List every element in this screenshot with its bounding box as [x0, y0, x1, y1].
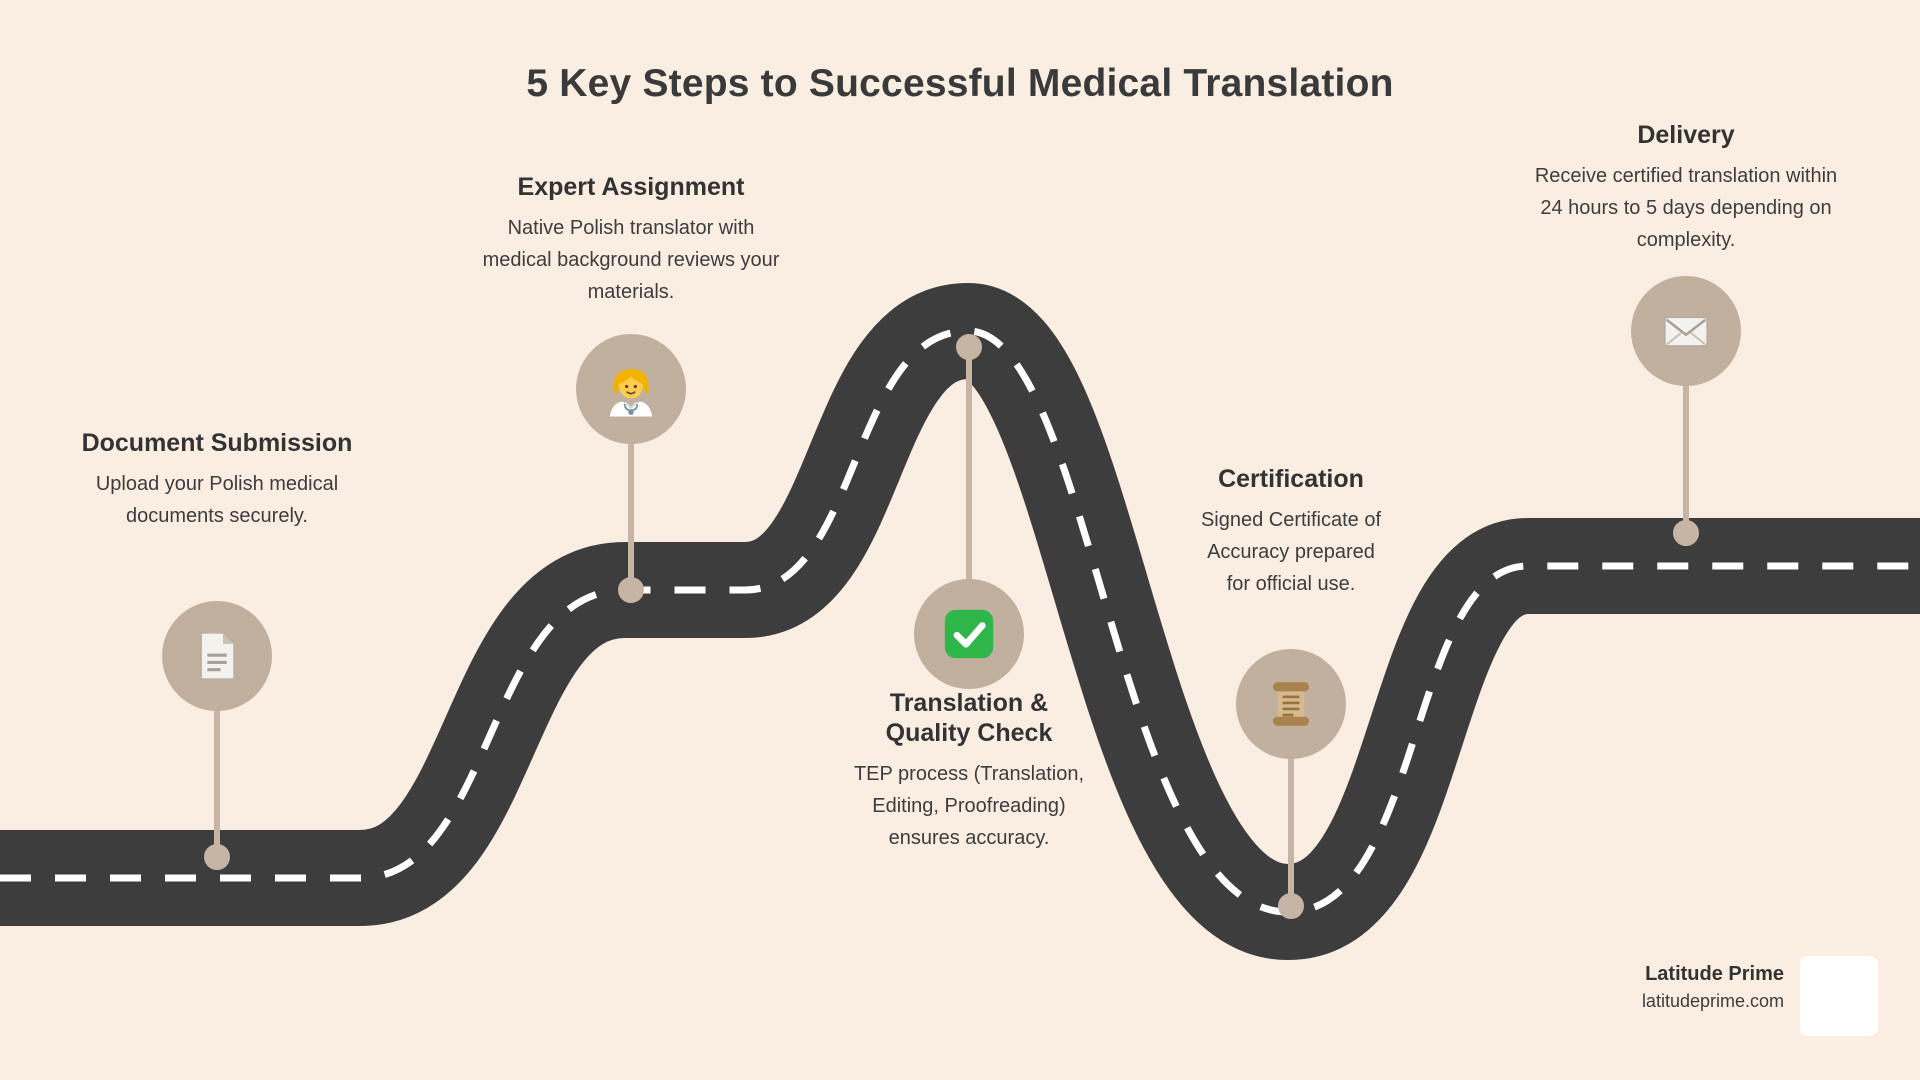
brand-website: latitudeprime.com [1641, 991, 1784, 1011]
step-expert-assignment-text: Expert Assignment Native Polish translat… [481, 172, 781, 308]
step-title: Delivery [1637, 121, 1735, 149]
step-title: Expert Assignment [517, 173, 745, 201]
step-certification-text: Certification Signed Certificate of Accu… [1196, 464, 1386, 600]
step-translation-quality-text: Translation & Quality Check TEP process … [844, 688, 1094, 854]
envelope-icon [1663, 316, 1709, 347]
check-icon [944, 609, 994, 659]
step-badge-certification [1236, 649, 1346, 759]
connector-dot [1673, 520, 1699, 546]
step-description: Upload your Polish medical documents sec… [95, 473, 339, 527]
step-delivery-text: Delivery Receive certified translation w… [1531, 120, 1841, 256]
step-description: Receive certified translation within 24 … [1534, 165, 1838, 251]
connector-dot [618, 577, 644, 603]
step-badge-document-submission [162, 601, 272, 711]
step-title: Translation & Quality Check [885, 689, 1053, 747]
brand-block: Latitude Prime latitudeprime.com [1642, 962, 1784, 1012]
brand-name: Latitude Prime [1645, 963, 1784, 985]
step-title: Document Submission [81, 429, 353, 457]
step-badge-expert-assignment [576, 334, 686, 444]
connector-dot [956, 334, 982, 360]
connector-dot [204, 844, 230, 870]
step-document-submission-text: Document Submission Upload your Polish m… [72, 428, 362, 532]
scroll-icon [1272, 682, 1310, 726]
step-description: Native Polish translator with medical ba… [482, 217, 780, 303]
step-badge-translation-quality [914, 579, 1024, 689]
connector-dot [1278, 893, 1304, 919]
step-description: TEP process (Translation, Editing, Proof… [853, 763, 1085, 849]
step-title: Certification [1218, 465, 1364, 493]
doctor-icon [609, 369, 653, 417]
road-centerline [0, 327, 1920, 916]
step-badge-delivery [1631, 276, 1741, 386]
step-description: Signed Certificate of Accuracy prepared … [1200, 509, 1382, 595]
document-icon [200, 632, 235, 680]
brand-logo [1800, 956, 1878, 1036]
page-title: 5 Key Steps to Successful Medical Transl… [526, 62, 1394, 105]
